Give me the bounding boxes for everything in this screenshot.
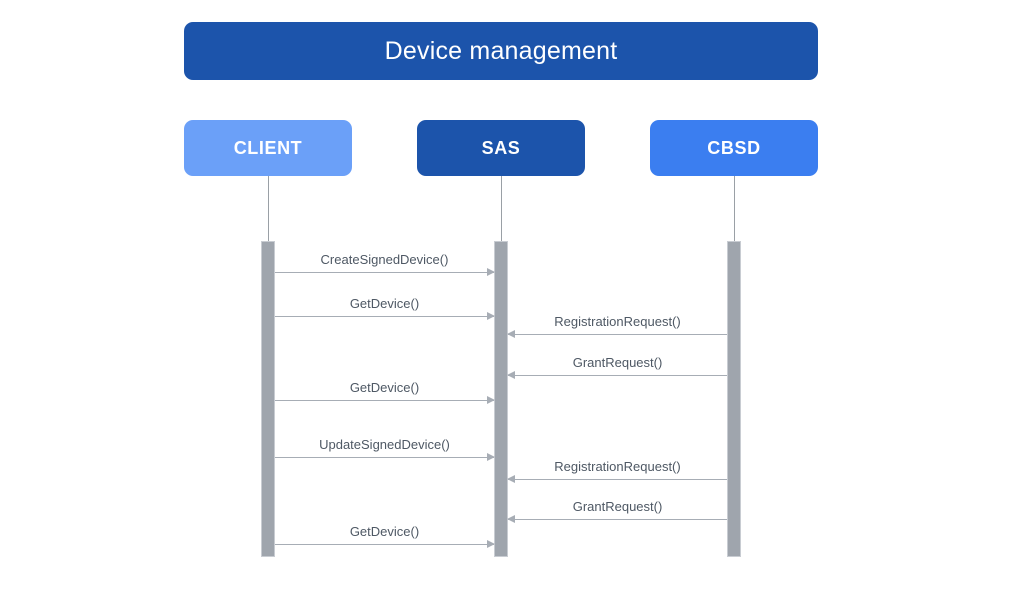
arrowhead-right-icon <box>487 396 495 404</box>
activation-bar-client <box>261 241 275 557</box>
participant-label-client: CLIENT <box>233 138 303 158</box>
message-line <box>508 519 727 520</box>
message-line <box>275 400 494 401</box>
message-line <box>508 334 727 335</box>
message-label: RegistrationRequest() <box>554 458 681 474</box>
message-2-client-to-sas[interactable]: GetDevice() <box>275 296 495 320</box>
message-7-cbsd-to-sas[interactable]: RegistrationRequest() <box>507 459 727 483</box>
message-label: GetDevice() <box>349 295 420 311</box>
message-label: GetDevice() <box>349 523 420 539</box>
page-title: Device management <box>384 36 618 65</box>
message-label: CreateSignedDevice() <box>320 251 449 267</box>
arrowhead-right-icon <box>487 268 495 276</box>
arrowhead-left-icon <box>507 475 515 483</box>
arrowhead-right-icon <box>487 453 495 461</box>
message-line <box>275 544 494 545</box>
participant-label-cbsd: CBSD <box>707 138 761 158</box>
activation-bar-sas <box>494 241 508 557</box>
participant-label-sas: SAS <box>481 138 521 158</box>
arrowhead-left-icon <box>507 371 515 379</box>
arrowhead-left-icon <box>507 515 515 523</box>
message-line <box>508 375 727 376</box>
message-5-client-to-sas[interactable]: GetDevice() <box>275 380 495 404</box>
activation-bar-cbsd <box>727 241 741 557</box>
message-8-cbsd-to-sas[interactable]: GrantRequest() <box>507 499 727 523</box>
message-line <box>275 316 494 317</box>
participant-cbsd[interactable]: CBSD <box>650 120 818 176</box>
participant-client[interactable]: CLIENT <box>184 120 352 176</box>
participant-sas[interactable]: SAS <box>417 120 585 176</box>
arrowhead-left-icon <box>507 330 515 338</box>
message-line <box>508 479 727 480</box>
message-line <box>275 272 494 273</box>
message-label: GrantRequest() <box>572 498 663 514</box>
message-label: GetDevice() <box>349 379 420 395</box>
message-1-client-to-sas[interactable]: CreateSignedDevice() <box>275 252 495 276</box>
message-4-cbsd-to-sas[interactable]: GrantRequest() <box>507 355 727 379</box>
message-label: GrantRequest() <box>572 354 663 370</box>
message-line <box>275 457 494 458</box>
arrowhead-right-icon <box>487 312 495 320</box>
message-3-cbsd-to-sas[interactable]: RegistrationRequest() <box>507 314 727 338</box>
message-6-client-to-sas[interactable]: UpdateSignedDevice() <box>275 437 495 461</box>
diagram-title-bar: Device management <box>184 22 818 80</box>
arrowhead-right-icon <box>487 540 495 548</box>
message-label: RegistrationRequest() <box>554 313 681 329</box>
message-label: UpdateSignedDevice() <box>319 436 450 452</box>
message-9-client-to-sas[interactable]: GetDevice() <box>275 524 495 548</box>
